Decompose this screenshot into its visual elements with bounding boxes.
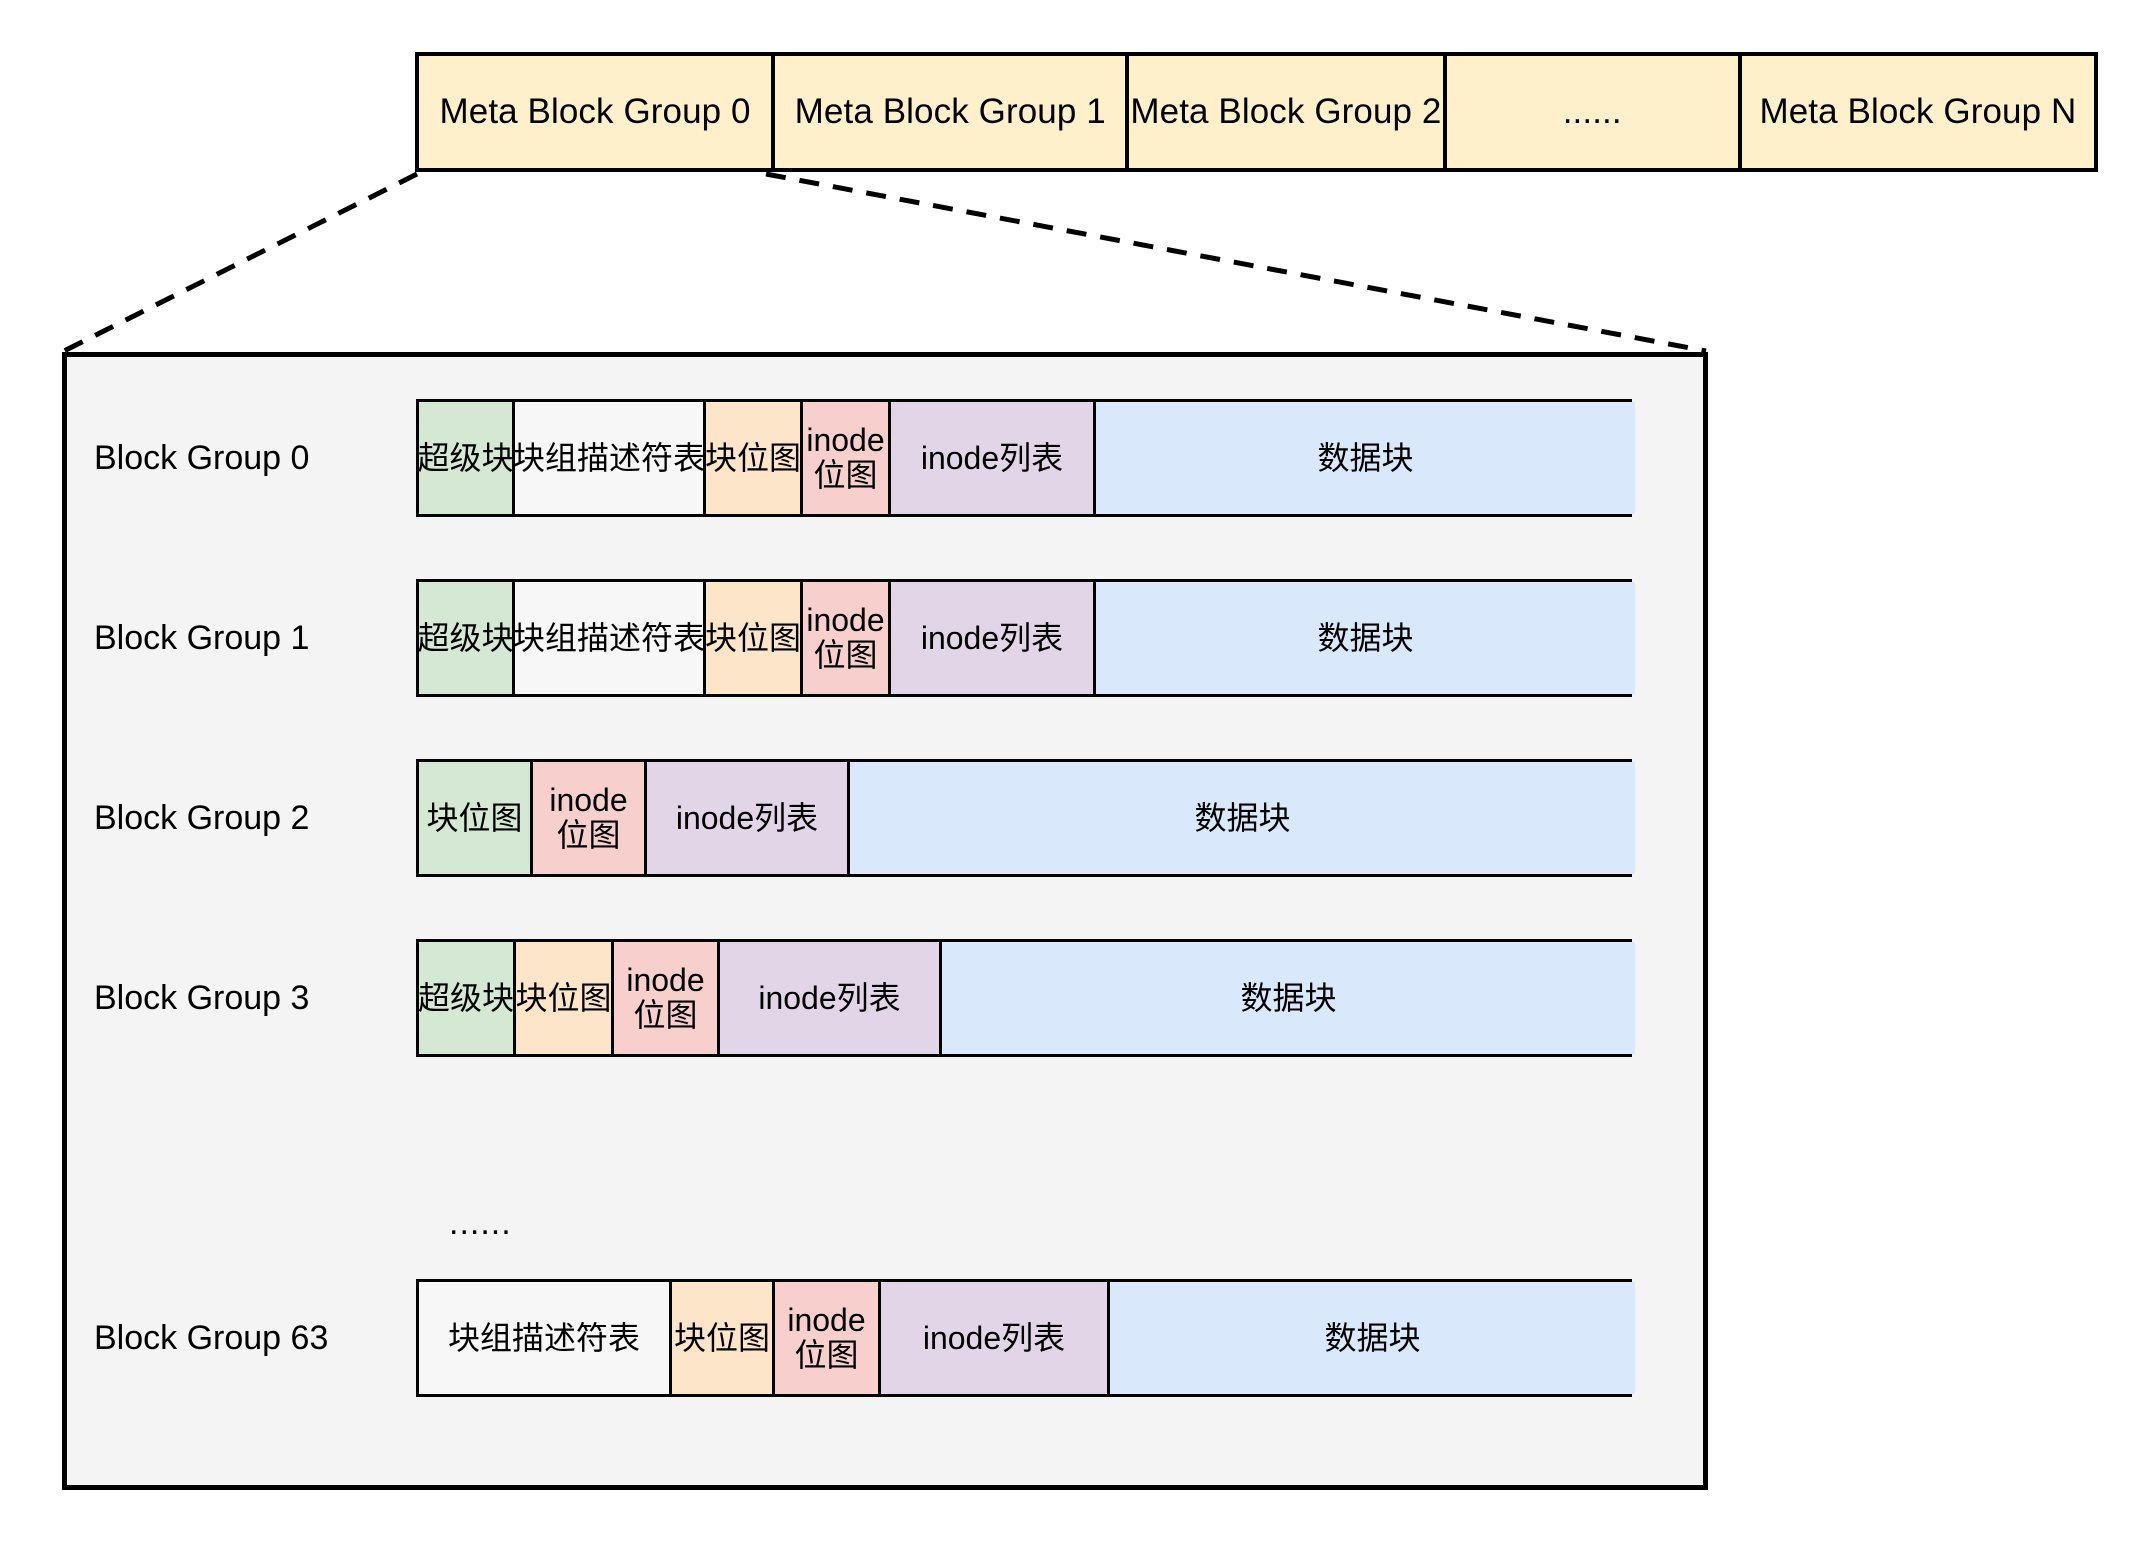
block-group-segment-superblock: 超级块 <box>419 582 515 694</box>
block-group-segment-superblock: 超级块 <box>419 402 515 514</box>
block-group-segment-data-blocks: 数据块 <box>1110 1282 1635 1394</box>
segment-label-line1: inode列表 <box>675 799 819 836</box>
block-group-segment-data-blocks: 数据块 <box>1096 402 1635 514</box>
block-group-segment-block-bitmap: 块位图 <box>419 762 533 874</box>
block-group-segment-data-blocks: 数据块 <box>942 942 1635 1054</box>
block-group-label: Block Group 63 <box>94 1318 329 1357</box>
segment-label-line1: 块位图 <box>706 619 802 656</box>
segment-label-line1: 超级块 <box>419 979 515 1016</box>
segment-label-line2: 位图 <box>633 997 698 1033</box>
block-group-label: Block Group 3 <box>94 978 310 1017</box>
block-group-segment-inode-table: inode列表 <box>881 1282 1110 1394</box>
segment-label-line1: inode列表 <box>758 979 901 1016</box>
segment-label-line1: inode <box>806 602 885 639</box>
block-group-segment-inode-table: inode列表 <box>891 402 1096 514</box>
segment-label-line1: 块组描述符表 <box>447 1319 640 1356</box>
meta-block-group-cell: Meta Block Group N <box>1741 56 2095 168</box>
segment-label-line1: 超级块 <box>419 619 514 656</box>
segment-label-line2: 位图 <box>556 817 621 853</box>
segment-label-line1: inode <box>806 422 885 459</box>
segment-label-line1: 块位图 <box>706 439 802 476</box>
segment-label-line1: 数据块 <box>1317 619 1414 656</box>
segment-label-line1: inode列表 <box>920 619 1064 656</box>
segment-label-line1: inode <box>787 1302 866 1339</box>
segment-label-line1: 数据块 <box>1317 439 1414 476</box>
meta-block-group-cell: Meta Block Group 0 <box>419 56 776 168</box>
segment-label-line1: 超级块 <box>419 439 514 476</box>
block-group-segment-group-desc-table: 块组描述符表 <box>515 582 706 694</box>
block-group-label: Block Group 2 <box>94 798 310 837</box>
segment-label-line1: 块位图 <box>673 1319 770 1356</box>
segment-label-line1: 块位图 <box>516 979 612 1016</box>
block-group-segment-data-blocks: 数据块 <box>1096 582 1635 694</box>
segment-label-line1: 数据块 <box>1240 979 1337 1016</box>
segment-label-line2: 位图 <box>813 637 878 673</box>
block-group-segment-inode-table: inode列表 <box>720 942 942 1054</box>
block-group-segment-block-bitmap: 块位图 <box>706 402 803 514</box>
block-group-segment-block-bitmap: 块位图 <box>706 582 803 694</box>
segment-label-line2: 位图 <box>813 457 878 493</box>
block-group-segment-group-desc-table: 块组描述符表 <box>515 402 706 514</box>
block-group-segment-inode-table: inode列表 <box>891 582 1096 694</box>
block-group-label: Block Group 0 <box>94 438 310 477</box>
connector-line-right <box>765 171 1707 354</box>
segment-label-line1: 数据块 <box>1194 799 1291 836</box>
segment-label-line1: inode <box>549 782 628 819</box>
block-group-segment-inode-table: inode列表 <box>647 762 850 874</box>
meta-block-group-cell: ...... <box>1446 56 1742 168</box>
block-group-label: Block Group 1 <box>94 618 310 657</box>
segment-label-line1: 块组描述符表 <box>515 619 706 656</box>
segment-label-line1: inode <box>626 962 705 999</box>
block-group-segment-superblock: 超级块 <box>419 942 516 1054</box>
block-group-segment-data-blocks: 数据块 <box>850 762 1635 874</box>
block-group-segment-group-desc-table: 块组描述符表 <box>419 1282 672 1394</box>
segment-label-line1: 数据块 <box>1324 1319 1421 1356</box>
block-group-segment-block-bitmap: 块位图 <box>516 942 614 1054</box>
block-group-segment-block-bitmap: 块位图 <box>672 1282 775 1394</box>
segment-label-line2: 位图 <box>794 1337 859 1373</box>
segment-label-line1: inode列表 <box>920 439 1064 476</box>
segment-label-line1: 块位图 <box>426 799 523 836</box>
connector-line-left <box>62 171 419 354</box>
segment-label-line1: inode列表 <box>922 1319 1066 1356</box>
meta-block-group-cell: Meta Block Group 1 <box>775 56 1130 168</box>
block-group-rows-ellipsis: ...... <box>449 1204 512 1242</box>
meta-block-group-cell: Meta Block Group 2 <box>1129 56 1447 168</box>
segment-label-line1: 块组描述符表 <box>515 439 706 476</box>
